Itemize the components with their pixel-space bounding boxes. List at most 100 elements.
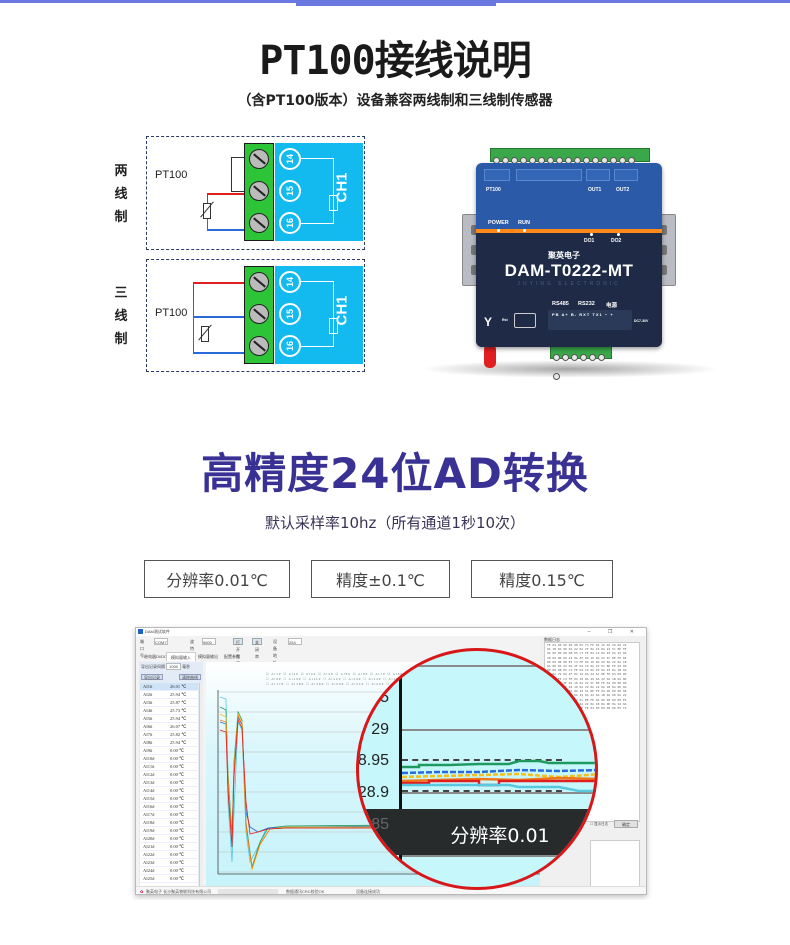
channel-row[interactable]: AI16#0.00 ℃ <box>140 803 198 811</box>
tab-analog-output[interactable]: 模拟量输出 <box>198 654 218 659</box>
blue-wire <box>193 302 194 354</box>
screw-icon <box>589 354 596 361</box>
send-box[interactable] <box>590 840 640 890</box>
channel-list-scrollbar[interactable] <box>199 683 203 887</box>
legend-row[interactable]: ☑ AI1# ☑ AI2# ☑ AI3# ☑ AI4# ☑ AI5# ☑ AI6… <box>266 672 404 676</box>
screw-icon <box>249 213 269 233</box>
channel-value: 0.00 ℃ <box>170 756 185 761</box>
device-shadow <box>420 360 720 378</box>
pin-14: 14 <box>279 271 301 293</box>
channel-row[interactable]: AI13#0.00 ℃ <box>140 779 198 787</box>
tab-bar: 继电器DI/DO 模拟量输入 模拟量输出 配置参数 <box>138 652 538 661</box>
led-label-run: RUN <box>518 220 530 226</box>
channel-name: AI1# <box>143 684 153 689</box>
baud-label: 波特率 <box>190 639 194 658</box>
channel-row[interactable]: AI7#25.82 ℃ <box>140 731 198 739</box>
pin-label: − <box>604 312 609 317</box>
bottom-terminal-strip <box>550 345 612 380</box>
screw-icon <box>249 304 269 324</box>
channel-row[interactable]: AI12#0.00 ℃ <box>140 771 198 779</box>
label-pt100: PT100 <box>486 187 501 193</box>
open-port-button[interactable]: 打开设置 <box>233 638 243 666</box>
bound-dash-lower <box>402 790 562 792</box>
interval-input[interactable]: 1000 <box>166 663 182 670</box>
channel-row[interactable]: AI3#25.87 ℃ <box>140 699 198 707</box>
led-label-power: POWER <box>488 220 509 226</box>
legend-row[interactable]: ☐ AI9# ☐ AI10# ☐ AI11# ☐ AI12# ☐ AI13# ☐… <box>266 677 422 681</box>
channel-row[interactable]: AI22#0.00 ℃ <box>140 851 198 859</box>
window-controls[interactable]: – ❐ ✕ <box>587 629 642 635</box>
channel-row[interactable]: AI14# 0.00 ℃ <box>140 787 198 795</box>
port-select[interactable]: COM7 <box>154 638 168 645</box>
channel-row[interactable]: AI19# 0.00 ℃ <box>140 827 198 835</box>
channel-value: 0.00 ℃ <box>170 796 185 801</box>
blue-wire <box>193 352 245 354</box>
port-pins: PB A+ B- RXT TX1 − + <box>552 312 614 317</box>
channel-row[interactable]: AI8#25.94 ℃ <box>140 739 198 747</box>
channel-value: 0.00 ℃ <box>170 788 185 793</box>
window-titlebar: DAM测试软件 – ❐ ✕ <box>136 628 646 636</box>
antenna-icon: Y <box>484 315 493 329</box>
pin-label: RXT <box>579 312 591 317</box>
channel-row[interactable]: AI1#26.01 ℃ <box>140 683 198 691</box>
tab-relay[interactable]: 继电器DI/DO <box>144 654 168 659</box>
y-tick: 29.05 <box>357 689 389 706</box>
channel-row[interactable]: AI23#0.00 ℃ <box>140 859 198 867</box>
rail-slot <box>659 265 667 275</box>
channel-value: 26.07 ℃ <box>170 724 187 729</box>
address-input[interactable]: 254 <box>288 638 302 645</box>
sensor-label: PT100 <box>155 307 188 319</box>
channel-name: AI14# <box>143 788 155 793</box>
three-wire-diagram: PT100 14 15 16 CH1 <box>146 259 365 372</box>
port-strip <box>548 310 632 330</box>
channel-row[interactable]: AI9#0.00 ℃ <box>140 747 198 755</box>
hex-line: 08 E5 C3 FE 04 10 0A 29 0A 22 0A 1B 0A 0… <box>547 685 627 690</box>
channel-value: 0.00 ℃ <box>170 764 185 769</box>
circuit-line <box>333 158 334 224</box>
channel-name: AI9# <box>143 748 153 753</box>
channel-row[interactable]: AI20#0.00 ℃ <box>140 835 198 843</box>
tab-analog-input[interactable]: 模拟量输入 <box>166 652 196 661</box>
legend-row[interactable]: ☐ AI17# ☐ AI18# ☐ AI19# ☐ AI20# ☐ AI21# … <box>266 682 425 686</box>
top-terminal-strip <box>490 148 650 164</box>
screw-icon <box>249 181 269 201</box>
channel-row[interactable]: AI11#0.00 ℃ <box>140 763 198 771</box>
channel-name: AI2# <box>143 692 153 697</box>
close-port-button[interactable]: 关闭串口 <box>252 638 262 666</box>
baud-select[interactable]: 9600 <box>202 638 216 645</box>
section-title: 高精度24位AD转换 <box>201 449 589 498</box>
screw-icon <box>598 354 605 361</box>
progress-bar <box>218 889 278 894</box>
channel-row[interactable]: AI18#0.00 ℃ <box>140 819 198 827</box>
channel-row[interactable]: AI2#25.94 ℃ <box>140 691 198 699</box>
channel-name: AI8# <box>143 740 153 745</box>
channel-row[interactable]: AI10#0.00 ℃ <box>140 755 198 763</box>
channel-value: 0.00 ℃ <box>170 868 185 873</box>
channel-row[interactable]: AI25#0.00 ℃ <box>140 875 198 883</box>
channel-row[interactable]: AI21#0.00 ℃ <box>140 843 198 851</box>
channel-row[interactable]: AI6#26.07 ℃ <box>140 723 198 731</box>
channel-row[interactable]: AI4#25.73 ℃ <box>140 707 198 715</box>
channel-value: 0.00 ℃ <box>170 820 185 825</box>
channel-row[interactable]: AI17#0.00 ℃ <box>140 811 198 819</box>
page-title: PT100接线说明 <box>259 38 531 84</box>
rst-label: Rst <box>502 318 508 322</box>
export-button[interactable]: 导出记录 <box>141 674 163 680</box>
channel-row[interactable]: AI24#0.00 ℃ <box>140 867 198 875</box>
label-out2: OUT2 <box>616 187 630 193</box>
pin-14: 14 <box>279 148 301 170</box>
pin-15: 15 <box>279 303 301 325</box>
channel-value: 0.00 ℃ <box>170 828 185 833</box>
confirm-button[interactable]: 确定 <box>614 820 638 828</box>
ethernet-port-icon <box>514 313 536 328</box>
clear-curve-button[interactable]: 清除曲线 <box>179 674 201 680</box>
channel-row[interactable]: AI5#25.94 ℃ <box>140 715 198 723</box>
rail-slot <box>659 245 667 255</box>
section-subtitle: 默认采样率10hz（所有通道1秒10次） <box>264 514 526 532</box>
channel-row[interactable]: AI15#0.00 ℃ <box>140 795 198 803</box>
hex-line: 00 08 E5 C3 FE 04 10 0A 29 0A 22 0A 1B 0… <box>547 676 627 681</box>
channel-value: 0.00 ℃ <box>170 804 185 809</box>
three-wire-label-char: 线 <box>114 309 128 324</box>
channel-name: AI19# <box>143 828 155 833</box>
tab-config[interactable]: 配置参数 <box>224 654 240 659</box>
